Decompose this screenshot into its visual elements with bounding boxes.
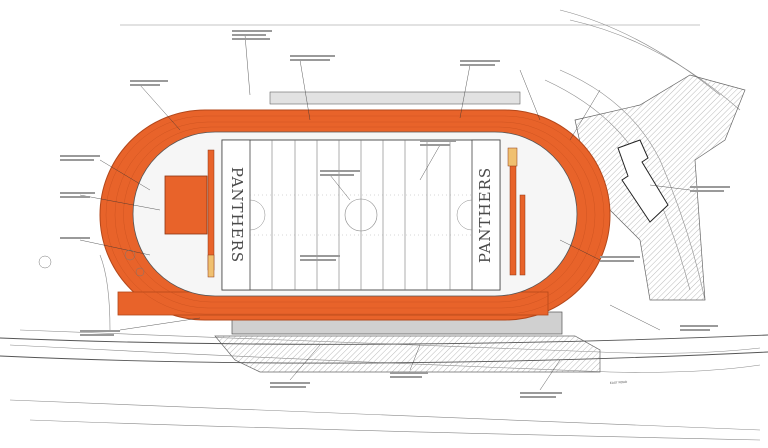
- hash-marks: [250, 194, 472, 236]
- field-event-area-west: [164, 175, 208, 235]
- sand-pit-west: [207, 254, 215, 278]
- end-zone-text-east: PANTHERS: [476, 167, 494, 263]
- pole-vault-east: [519, 194, 526, 276]
- roadway: [0, 334, 768, 364]
- yard-lines: [271, 140, 451, 290]
- callout-leaders: [79, 34, 691, 391]
- end-zone-west: [221, 139, 251, 291]
- end-zone-east: [471, 139, 501, 291]
- building-footprint: [617, 139, 669, 223]
- road-label-east: EAST ROAD: [610, 380, 628, 385]
- callout-notes: [60, 30, 730, 398]
- tree-symbols: [38, 249, 145, 277]
- long-jump-runway-east: [509, 149, 517, 276]
- north-bleachers: [269, 91, 521, 105]
- midfield-circle: [344, 198, 378, 232]
- soccer-arc-west: [249, 199, 266, 231]
- sand-pit-east: [507, 147, 518, 167]
- long-jump-runway-west: [207, 149, 215, 271]
- lane-lines: [105, 115, 605, 315]
- soccer-arc-east: [456, 199, 473, 231]
- south-walkway: [214, 335, 601, 373]
- end-zone-text-west: PANTHERS: [228, 167, 246, 263]
